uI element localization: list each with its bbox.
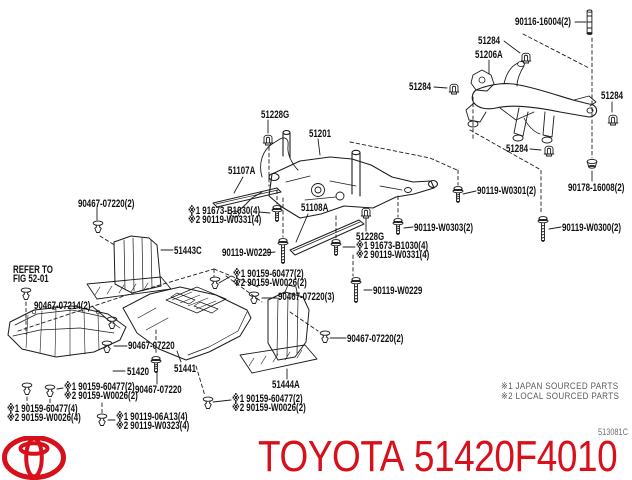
clip-icon	[209, 276, 221, 289]
clip-icon	[92, 220, 104, 233]
under-cover-51441-drawing	[122, 286, 252, 361]
clamp-icon	[448, 83, 460, 95]
bolt-icon	[537, 216, 549, 243]
note-local-sourced: ※2 LOCAL SOURCED PARTS	[501, 391, 620, 402]
clip-icon	[20, 287, 32, 300]
footer-brand: TOYOTA	[258, 432, 405, 480]
clip-icon	[96, 413, 108, 426]
nut-icon	[586, 158, 598, 169]
footer-part-number: 51420F4010	[413, 432, 618, 480]
footer-part-title: TOYOTA 51420F4010	[258, 432, 618, 480]
note-japan-sourced: ※1 JAPAN SOURCED PARTS	[501, 381, 619, 392]
toyota-logo-icon	[2, 436, 66, 480]
side-panel-51443C-drawing	[86, 235, 172, 300]
front-crossmember-drawing	[230, 129, 439, 219]
brace-bar-51107A-drawing	[212, 187, 282, 208]
clip-icon	[44, 384, 56, 397]
rear-crossmember-drawing	[465, 61, 598, 144]
clip-icon	[248, 291, 260, 304]
fastener-glyphs	[20, 9, 619, 426]
bolt-icon	[330, 239, 342, 257]
clip-icon	[319, 330, 331, 343]
bolt-icon	[150, 356, 162, 374]
front-shield-51420-drawing	[7, 304, 127, 358]
side-cover-51444A-drawing	[239, 284, 318, 374]
bolt-icon	[452, 186, 464, 204]
bolt-icon	[277, 238, 289, 265]
dashed-construction-lines	[17, 33, 593, 415]
brace-bar-51108A-drawing	[289, 219, 365, 256]
bolt-icon	[350, 277, 362, 304]
bolt-icon	[392, 218, 404, 236]
clamp-icon	[360, 207, 372, 219]
sheet-code: 513081C	[598, 427, 628, 437]
bolt-icon	[271, 205, 283, 223]
leader-lines	[56, 21, 613, 421]
clamp-icon	[543, 145, 555, 157]
clamp-icon	[262, 134, 274, 146]
clip-icon	[101, 340, 113, 353]
clip-icon	[21, 382, 33, 395]
clip-icon	[202, 396, 214, 409]
stud-bolt-icon	[586, 9, 593, 36]
clamp-icon	[607, 114, 619, 126]
